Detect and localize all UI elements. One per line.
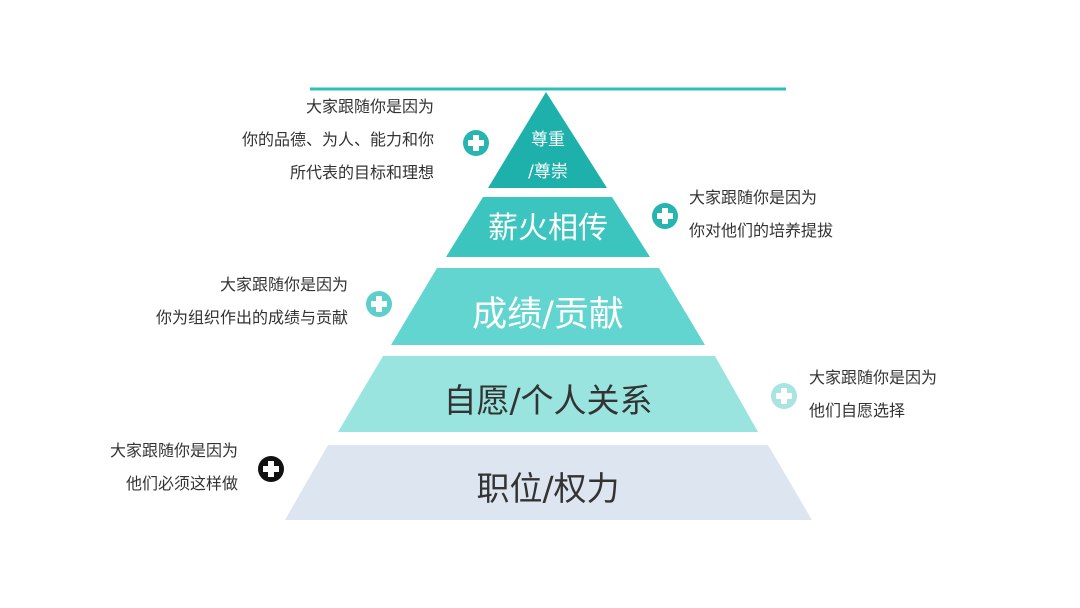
note-line: 他们自愿选择 — [809, 401, 906, 420]
note-line: 你的品德、为人、能力和你 — [241, 130, 434, 149]
note-line: 大家跟随你是因为 — [689, 188, 818, 207]
note-line: 大家跟随你是因为 — [219, 275, 348, 294]
tier-5-label: 职位/权力 — [476, 469, 620, 508]
plus-circle-icon[interactable] — [366, 291, 392, 317]
plus-circle-icon[interactable] — [258, 456, 284, 482]
note-line: 所代表的目标和理想 — [289, 163, 434, 182]
tier-3-label: 成绩/贡献 — [472, 295, 624, 335]
note-line: 大家跟随你是因为 — [305, 97, 434, 116]
note-line: 你为组织作出的成绩与贡献 — [155, 308, 348, 327]
note-tier-3: 大家跟随你是因为 你为组织作出的成绩与贡献 — [156, 268, 348, 334]
note-line: 大家跟随你是因为 — [109, 441, 238, 460]
note-tier-2: 大家跟随你是因为 你对他们的培养提拔 — [689, 181, 833, 247]
note-line: 大家跟随你是因为 — [809, 368, 938, 387]
tier-1-shape — [488, 92, 607, 188]
tier-4-shape — [338, 356, 758, 432]
tier-2-label: 薪火相传 — [488, 211, 608, 246]
note-tier-1: 大家跟随你是因为 你的品德、为人、能力和你 所代表的目标和理想 — [242, 90, 434, 189]
tier-2-shape — [446, 197, 650, 257]
plus-circle-icon[interactable] — [463, 130, 489, 156]
note-line: 你对他们的培养提拔 — [689, 221, 834, 240]
note-line: 他们必须这样做 — [125, 474, 238, 493]
plus-circle-icon[interactable] — [771, 383, 797, 409]
tier-1-label: 尊重 /尊崇 — [528, 124, 568, 188]
note-tier-4: 大家跟随你是因为 他们自愿选择 — [809, 361, 937, 427]
plus-circle-icon[interactable] — [652, 203, 678, 229]
note-tier-5: 大家跟随你是因为 他们必须这样做 — [110, 434, 238, 500]
tier-4-label: 自愿/个人关系 — [443, 381, 653, 420]
tier-1-line2: /尊崇 — [528, 162, 568, 182]
tier-3-shape — [391, 268, 705, 345]
tier-1-line1: 尊重 — [530, 130, 565, 150]
tier-5-shape — [285, 445, 812, 520]
